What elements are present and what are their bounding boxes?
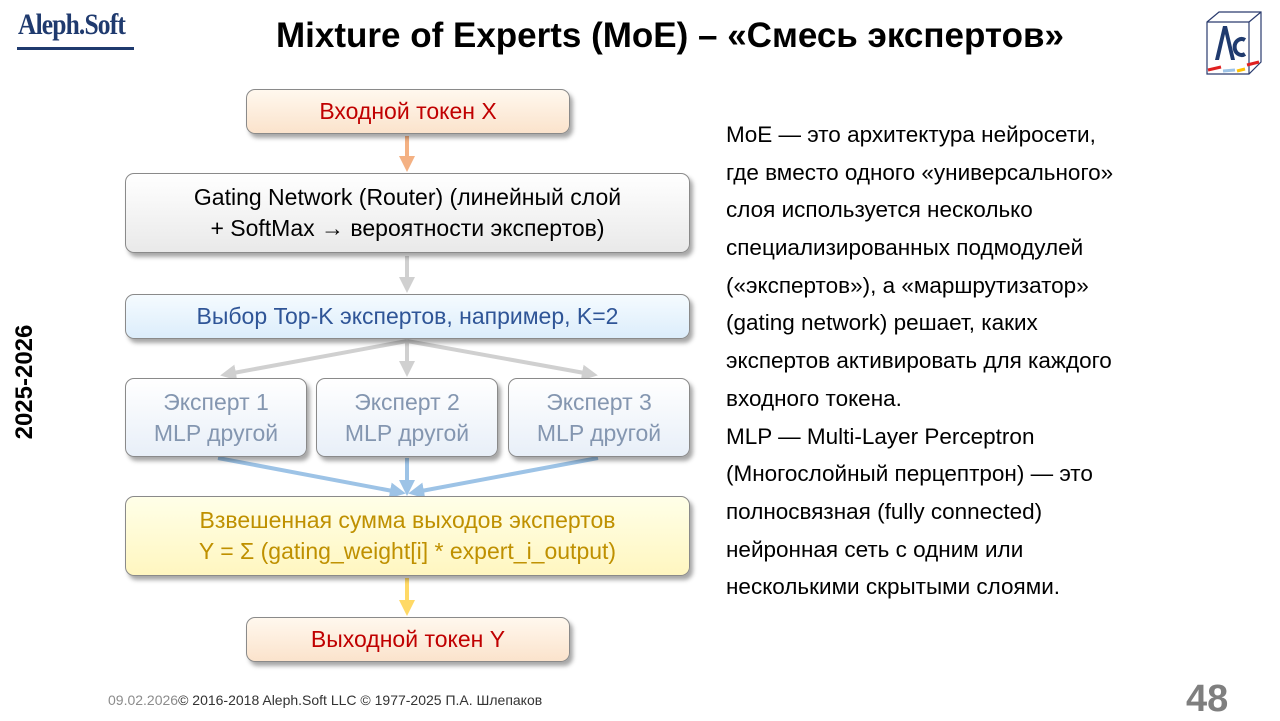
expert-name: Эксперт 3 xyxy=(546,388,652,415)
expert-type: MLP другой xyxy=(153,419,279,446)
gating-network-box: Gating Network (Router) (линейный слой + … xyxy=(125,173,690,253)
sum-line-2: Y = Σ (gating_weight[i] * expert_i_outpu… xyxy=(198,538,617,564)
arrow-expert3-to-sum xyxy=(408,456,599,499)
description-line: полносвязная (fully connected) xyxy=(726,498,1043,524)
arrow-topk-to-expert1 xyxy=(220,339,408,381)
logo-underline xyxy=(17,47,134,50)
description-line: несколькими скрытыми слоями. xyxy=(726,574,1061,600)
ac-cube-logo-icon xyxy=(1206,11,1262,75)
gating-line-1: Gating Network (Router) (линейный слой xyxy=(193,184,622,210)
description-line: (gating network) решает, каких xyxy=(726,310,1038,336)
weighted-sum-box: Взвешенная сумма выходов экспертов Y = Σ … xyxy=(125,496,690,576)
expert-type: MLP другой xyxy=(344,419,470,446)
description-line: нейронная сеть с одним или xyxy=(726,536,1024,562)
footer-copyright: © 2016-2018 Aleph.Soft LLC © 1977-2025 П… xyxy=(178,692,543,708)
expert-2-box: Эксперт 2 MLP другой xyxy=(316,378,498,457)
description-text: MoE — это архитектура нейросети, где вме… xyxy=(726,116,1271,606)
output-token-box: Выходной токен Y xyxy=(246,617,570,662)
description-line: (Многослойный перцептрон) — это xyxy=(726,461,1093,487)
description-line: экспертов активировать для каждого xyxy=(726,348,1112,374)
description-line: MLP — Multi-Layer Perceptron xyxy=(726,423,1035,449)
topk-selection-box: Выбор Top-K экспертов, например, K=2 xyxy=(125,294,690,339)
output-token-label: Выходной токен Y xyxy=(310,626,506,652)
input-token-label: Входной токен X xyxy=(319,98,497,124)
expert-name: Эксперт 2 xyxy=(354,388,460,415)
aleph-soft-logo: Aleph.Soft xyxy=(18,8,126,41)
page-number: 48 xyxy=(1186,678,1229,720)
expert-name: Эксперт 1 xyxy=(163,388,269,415)
footer: 09.02.2026© 2016-2018 Aleph.Soft LLC © 1… xyxy=(108,692,542,708)
arrow-expert1-to-sum xyxy=(217,456,406,499)
description-line: где вместо одного «универсального» xyxy=(726,159,1114,185)
sum-line-1: Взвешенная сумма выходов экспертов xyxy=(199,507,616,533)
description-line: слоя используется несколько xyxy=(726,197,1033,223)
arrow-topk-to-expert3 xyxy=(406,339,598,381)
description-line: входного токена. xyxy=(726,385,902,411)
slide-title: Mixture of Experts (MoE) – «Смесь экспер… xyxy=(276,16,1064,55)
expert-type: MLP другой xyxy=(536,419,662,446)
gating-line-2: + SoftMax → вероятности экспертов) xyxy=(210,215,605,241)
description-line: MoE — это архитектура нейросети, xyxy=(726,122,1096,147)
description-line: («экспертов»), а «маршрутизатор» xyxy=(726,272,1089,298)
footer-date: 09.02.2026 xyxy=(108,692,179,708)
expert-3-box: Эксперт 3 MLP другой xyxy=(508,378,690,457)
topk-label: Выбор Top-K экспертов, например, K=2 xyxy=(196,303,619,329)
input-token-box: Входной токен X xyxy=(246,89,570,134)
expert-1-box: Эксперт 1 MLP другой xyxy=(125,378,307,457)
description-line: специализированных подмодулей xyxy=(726,235,1084,261)
